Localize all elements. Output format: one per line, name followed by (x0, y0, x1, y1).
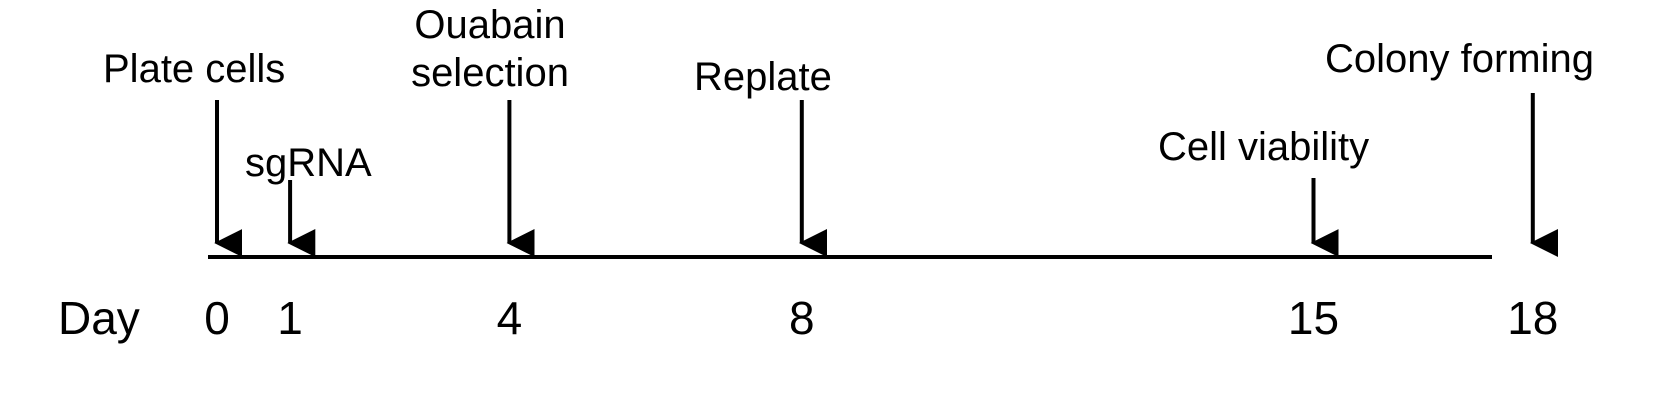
day-tick-label: 0 (204, 292, 230, 344)
day-tick-label: 4 (497, 292, 523, 344)
day-tick-label: 1 (277, 292, 303, 344)
event-label: Cell viability (1158, 125, 1369, 169)
day-tick-label: 18 (1507, 292, 1558, 344)
day-tick-label: 15 (1288, 292, 1339, 344)
event-label-line: Colony forming (1325, 37, 1594, 81)
event-label-line: Replate (694, 55, 832, 99)
event-label-line: Ouabain (414, 3, 565, 47)
event-label-line: Plate cells (103, 47, 285, 91)
event-label: Plate cells (103, 47, 285, 91)
event-label: sgRNA (245, 141, 372, 185)
event-label-line: sgRNA (245, 141, 372, 185)
event-label: Colony forming (1325, 37, 1594, 81)
event-label-line: Cell viability (1158, 125, 1369, 169)
event-label: Replate (694, 55, 832, 99)
day-tick-label: 8 (789, 292, 815, 344)
day-axis-label: Day (58, 292, 140, 344)
event-label-line: selection (411, 51, 569, 95)
